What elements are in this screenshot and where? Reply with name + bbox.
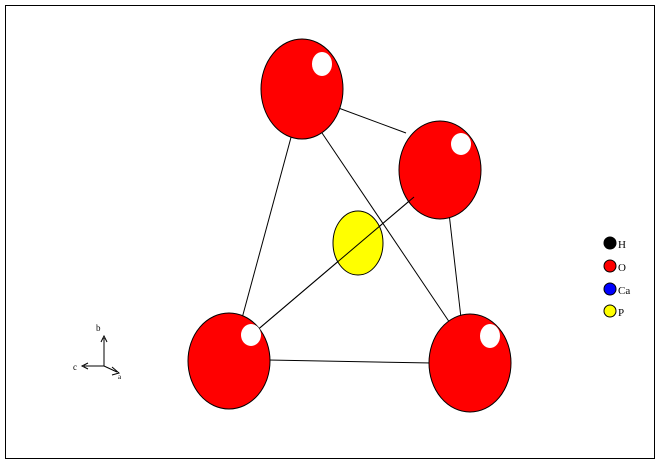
atom-highlight [241,324,261,346]
atom-p-center [332,210,384,276]
atom-sphere [260,38,344,140]
atom-o-top [260,38,344,140]
bond-line [254,196,415,333]
atom-o-bottom-left [187,312,271,410]
atom-highlight [451,133,471,155]
axis-a-label: a [118,373,122,381]
bond-line [240,129,294,323]
atom-sphere [428,313,512,413]
legend-label-h: H [618,239,626,251]
atom-o-right-upper [398,120,482,220]
atom-sphere [332,210,384,276]
legend-label-o: O [618,262,626,274]
legend-label-p: P [618,307,624,319]
bond-line [319,129,453,327]
atom-highlight [312,52,332,76]
legend-swatch-h [603,236,617,250]
axis-indicator [80,334,121,376]
legend-swatch-ca [603,282,617,296]
atom-sphere [398,120,482,220]
axis-c-label: c [73,362,77,372]
legend-swatch-p [603,304,617,318]
legend: H O Ca P [603,236,630,319]
atom-o-bottom-right [428,313,512,413]
axis-c-arrowhead [80,362,89,370]
atom-highlight [480,324,500,348]
legend-swatch-o [603,259,617,273]
axis-a-arrowhead [111,366,121,376]
axis-b-label: b [96,323,101,333]
axis-a-line [103,365,118,373]
bond-line [448,212,462,319]
axis-b-arrowhead [100,334,108,343]
bond-line [267,359,433,364]
legend-label-ca: Ca [618,285,630,297]
